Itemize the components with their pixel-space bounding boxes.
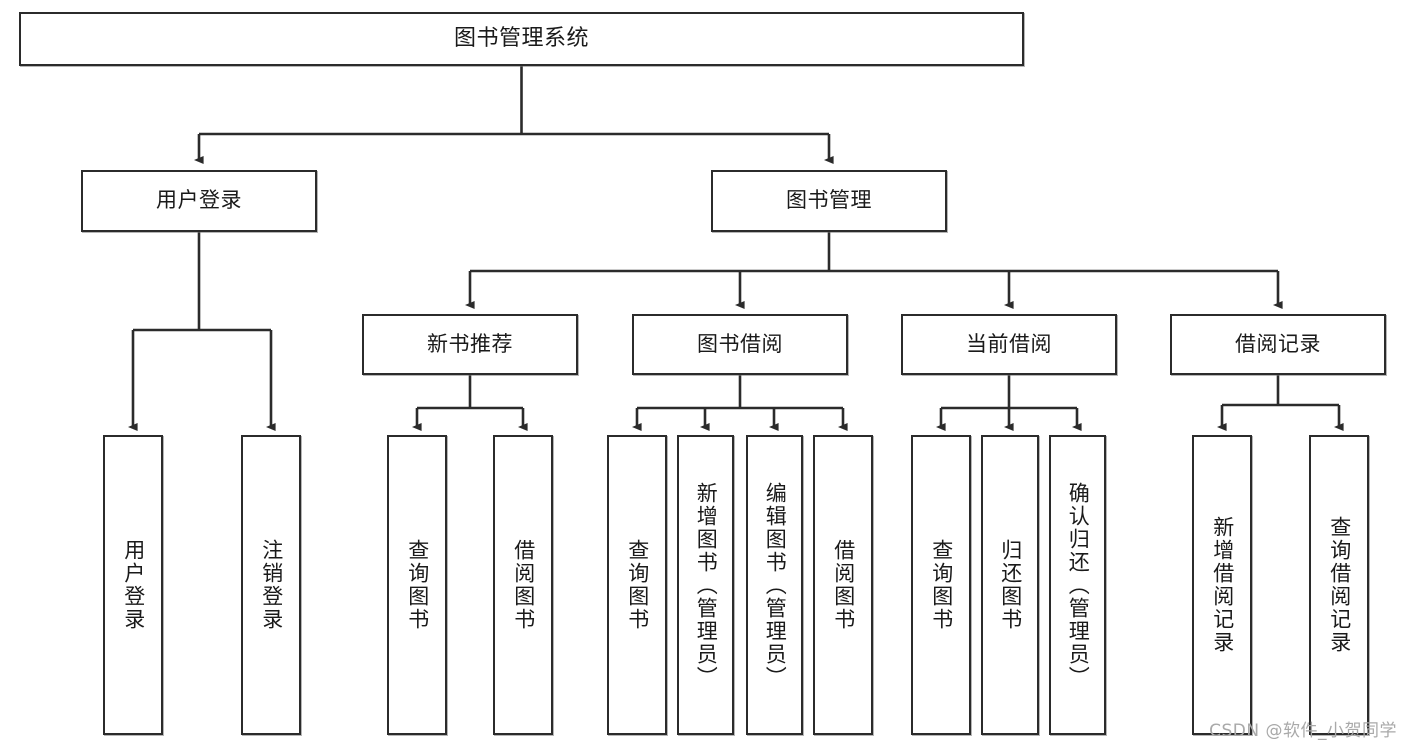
leaf-current-return-book[interactable]: 归还图书 xyxy=(981,435,1039,735)
node-book-management[interactable]: 图书管理 xyxy=(711,170,947,232)
node-label: 图书借阅 xyxy=(697,331,783,356)
node-label: 查询图书 xyxy=(929,539,954,631)
leaf-new-book-borrow-book[interactable]: 借阅图书 xyxy=(493,435,553,735)
leaf-borrow-borrow-book[interactable]: 借阅图书 xyxy=(813,435,873,735)
node-label: 归还图书 xyxy=(998,539,1023,631)
node-label: 当前借阅 xyxy=(966,331,1052,356)
leaf-current-confirm-return-admin[interactable]: 确认归还（管理员） xyxy=(1049,435,1106,735)
node-book-borrow[interactable]: 图书借阅 xyxy=(632,314,848,375)
node-label: 编辑图书（管理员） xyxy=(763,481,788,689)
leaf-new-book-query-book[interactable]: 查询图书 xyxy=(387,435,447,735)
node-current-borrow[interactable]: 当前借阅 xyxy=(901,314,1117,375)
node-root-book-management-system[interactable]: 图书管理系统 xyxy=(19,12,1024,66)
node-label: 借阅图书 xyxy=(511,539,536,631)
leaf-record-query-borrow-record[interactable]: 查询借阅记录 xyxy=(1309,435,1369,735)
node-label: 查询借阅记录 xyxy=(1327,516,1352,654)
node-label: 新增借阅记录 xyxy=(1210,516,1235,654)
leaf-current-query-book[interactable]: 查询图书 xyxy=(911,435,971,735)
node-label: 注销登录 xyxy=(259,539,284,631)
leaf-borrow-query-book[interactable]: 查询图书 xyxy=(607,435,667,735)
node-label: 确认归还（管理员） xyxy=(1066,481,1091,689)
node-label: 查询图书 xyxy=(625,539,650,631)
node-user-login[interactable]: 用户登录 xyxy=(81,170,317,232)
node-label: 借阅记录 xyxy=(1235,331,1321,356)
node-label: 借阅图书 xyxy=(831,539,856,631)
node-new-book-recommend[interactable]: 新书推荐 xyxy=(362,314,578,375)
leaf-borrow-add-book-admin[interactable]: 新增图书（管理员） xyxy=(677,435,734,735)
leaf-user-login-logout[interactable]: 注销登录 xyxy=(241,435,301,735)
node-label: 图书管理系统 xyxy=(453,25,589,51)
node-label: 图书管理 xyxy=(786,188,872,213)
leaf-user-login-login[interactable]: 用户登录 xyxy=(103,435,163,735)
node-label: 用户登录 xyxy=(121,539,146,631)
csdn-watermark: CSDN @软件_小贺同学 xyxy=(1209,721,1397,741)
node-label: 新增图书（管理员） xyxy=(694,481,719,689)
leaf-borrow-edit-book-admin[interactable]: 编辑图书（管理员） xyxy=(746,435,803,735)
node-label: 新书推荐 xyxy=(427,331,513,356)
node-label: 用户登录 xyxy=(156,188,242,213)
leaf-record-add-borrow-record[interactable]: 新增借阅记录 xyxy=(1192,435,1252,735)
node-label: 查询图书 xyxy=(405,539,430,631)
node-borrow-record[interactable]: 借阅记录 xyxy=(1170,314,1386,375)
